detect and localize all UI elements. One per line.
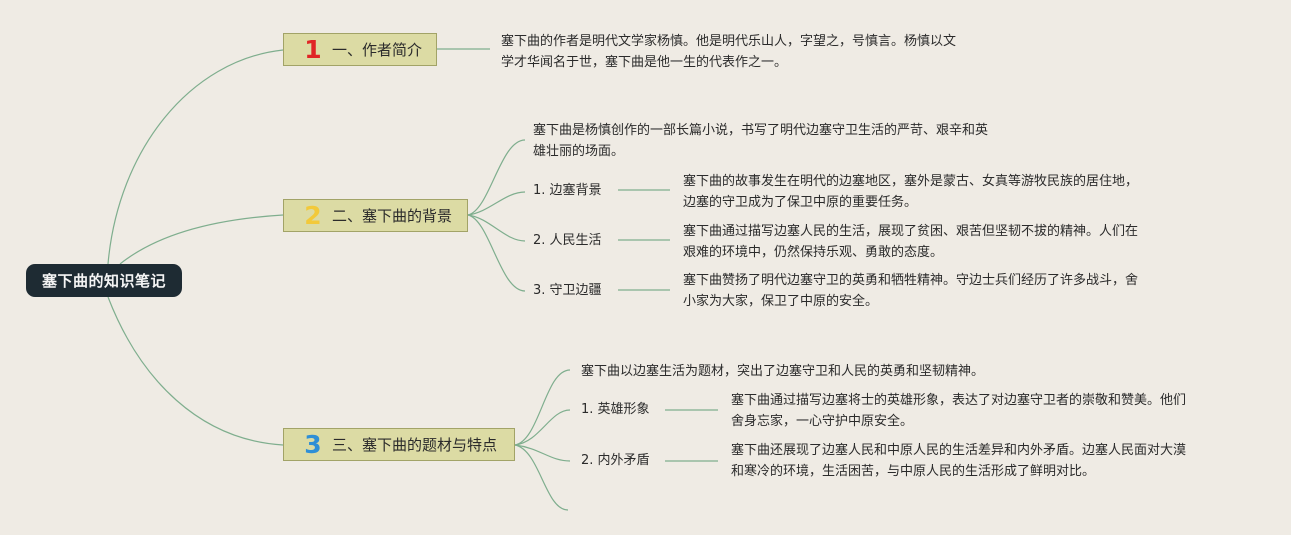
number-2-icon: 2 — [304, 201, 322, 230]
subtopic-hero-image[interactable]: 1. 英雄形象 — [581, 402, 650, 417]
link-topic3-item1 — [514, 409, 571, 446]
topic-author[interactable]: 1 一、作者简介 — [283, 33, 437, 66]
subtopic-text: 塞下曲通过描写边塞将士的英雄形象，表达了对边塞守卫者的崇敬和赞美。他们 舍身忘家… — [731, 393, 1187, 429]
subtopic-frontier-background[interactable]: 1. 边塞背景 — [533, 183, 602, 198]
link-topic2-item2 — [467, 214, 526, 242]
subtopic-text: 塞下曲赞扬了明代边塞守卫的英勇和牺牲精神。守边士兵们经历了许多战斗，舍 小家为大… — [683, 273, 1139, 309]
link-root-topic2 — [119, 214, 284, 265]
link-topic2-intro — [467, 139, 526, 216]
topic-label: 三、塞下曲的题材与特点 — [332, 436, 498, 454]
subtopic-text: 塞下曲还展现了边塞人民和中原人民的生活差异和内外矛盾。边塞人民面对大漠 和寒冷的… — [731, 443, 1187, 479]
link-topic3-empty — [514, 444, 569, 511]
subtopic-text: 塞下曲通过描写边塞人民的生活，展现了贫困、艰苦但坚韧不拔的精神。人们在 艰难的环… — [683, 224, 1139, 260]
link-topic2-item3 — [467, 214, 526, 292]
root-node[interactable]: 塞下曲的知识笔记 — [26, 264, 182, 297]
number-3-icon: 3 — [304, 430, 322, 459]
subtopic-people-life[interactable]: 2. 人民生活 — [533, 233, 602, 248]
topic-theme-features[interactable]: 3 三、塞下曲的题材与特点 — [283, 428, 515, 461]
topic-background-intro: 塞下曲是杨慎创作的一部长篇小说，书写了明代边塞守卫生活的严苛、艰辛和英 雄壮丽的… — [533, 123, 989, 159]
topic-background[interactable]: 2 二、塞下曲的背景 — [283, 199, 468, 232]
subtopic-contradictions[interactable]: 2. 内外矛盾 — [581, 453, 650, 468]
root-label: 塞下曲的知识笔记 — [41, 272, 166, 290]
topic-theme-intro: 塞下曲以边塞生活为题材，突出了边塞守卫和人民的英勇和坚韧精神。 — [581, 364, 985, 379]
subtopic-text: 塞下曲的故事发生在明代的边塞地区，塞外是蒙古、女真等游牧民族的居住地， 边塞的守… — [683, 174, 1139, 210]
number-1-icon: 1 — [304, 35, 322, 64]
link-topic3-item2 — [514, 444, 571, 462]
topic-author-text: 塞下曲的作者是明代文学家杨慎。他是明代乐山人，字望之，号慎言。杨慎以文 学才华闻… — [501, 34, 957, 70]
link-root-topic1 — [107, 49, 284, 265]
link-topic3-intro — [514, 369, 571, 446]
topic-label: 二、塞下曲的背景 — [332, 207, 453, 225]
subtopic-guard-border[interactable]: 3. 守卫边疆 — [533, 283, 602, 298]
link-root-topic3 — [107, 296, 284, 446]
topic-label: 一、作者简介 — [332, 41, 423, 59]
link-topic2-item1 — [467, 191, 526, 216]
